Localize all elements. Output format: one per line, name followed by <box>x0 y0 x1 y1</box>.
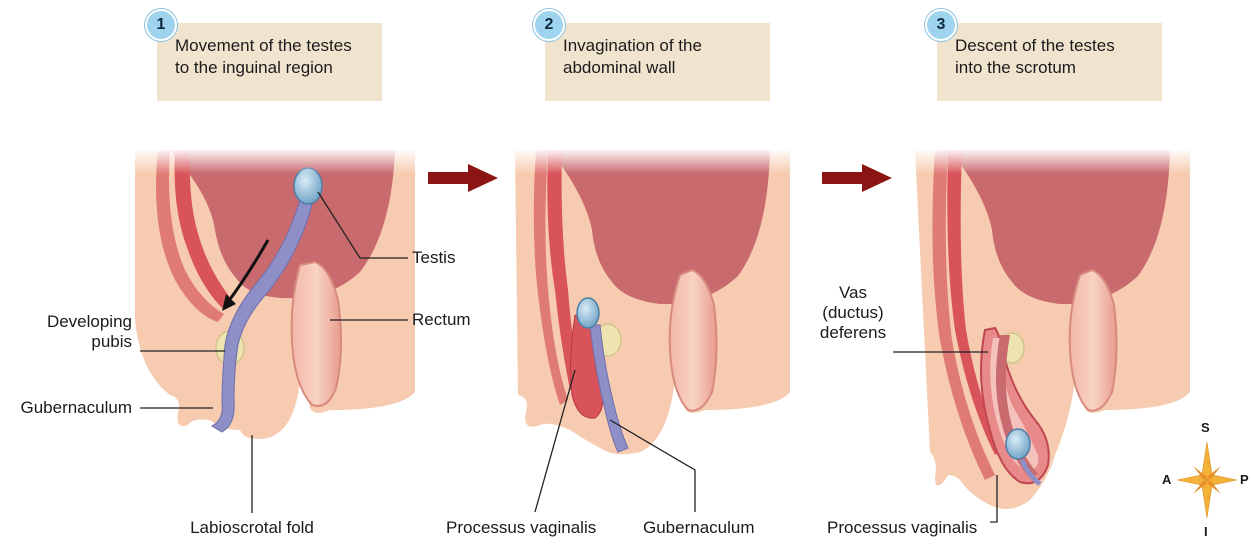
step-2-box: 2 Invagination of the abdominal wall <box>545 23 770 101</box>
step-3-line-1: Descent of the testes <box>955 35 1115 57</box>
label-gubernaculum-1: Gubernaculum <box>8 398 132 418</box>
label-gubernaculum-2: Gubernaculum <box>643 518 755 538</box>
label-developing: Developing <box>20 312 132 332</box>
label-ductus: (ductus) <box>815 303 891 323</box>
step-1-box: 1 Movement of the testes to the inguinal… <box>157 23 382 101</box>
panel-3-anatomy <box>910 148 1200 509</box>
step-1-badge: 1 <box>145 9 177 41</box>
step-2-badge: 2 <box>533 9 565 41</box>
label-labioscrotal-fold: Labioscrotal fold <box>170 518 334 538</box>
label-processus-vaginalis-2: Processus vaginalis <box>446 518 596 538</box>
compass-inferior-label: I <box>1204 524 1208 539</box>
label-developing-pubis: Developing pubis <box>20 312 132 352</box>
compass-superior-label: S <box>1201 420 1210 435</box>
panel-2-anatomy <box>510 148 800 454</box>
step-3-badge: 3 <box>925 9 957 41</box>
compass-posterior-label: P <box>1240 472 1249 487</box>
label-vas: Vas <box>815 283 891 303</box>
step-2-text: Invagination of the abdominal wall <box>563 35 702 79</box>
compass-rose-icon <box>1177 442 1237 518</box>
step-3-box: 3 Descent of the testes into the scrotum <box>937 23 1162 101</box>
label-testis: Testis <box>412 248 455 268</box>
label-deferens: deferens <box>815 323 891 343</box>
step-2-line-2: abdominal wall <box>563 57 702 79</box>
step-1-text: Movement of the testes to the inguinal r… <box>175 35 352 79</box>
label-processus-vaginalis-3: Processus vaginalis <box>827 518 977 538</box>
label-rectum: Rectum <box>412 310 471 330</box>
step-2-line-1: Invagination of the <box>563 35 702 57</box>
step-1-line-2: to the inguinal region <box>175 57 352 79</box>
compass-anterior-label: A <box>1162 472 1171 487</box>
step-3-text: Descent of the testes into the scrotum <box>955 35 1115 79</box>
arrow-1-to-2-icon <box>428 164 498 192</box>
arrow-2-to-3-icon <box>822 164 892 192</box>
step-3-line-2: into the scrotum <box>955 57 1115 79</box>
label-pubis: pubis <box>20 332 132 352</box>
panel-1-anatomy <box>130 148 430 439</box>
label-vas-deferens: Vas (ductus) deferens <box>815 283 891 343</box>
step-1-line-1: Movement of the testes <box>175 35 352 57</box>
